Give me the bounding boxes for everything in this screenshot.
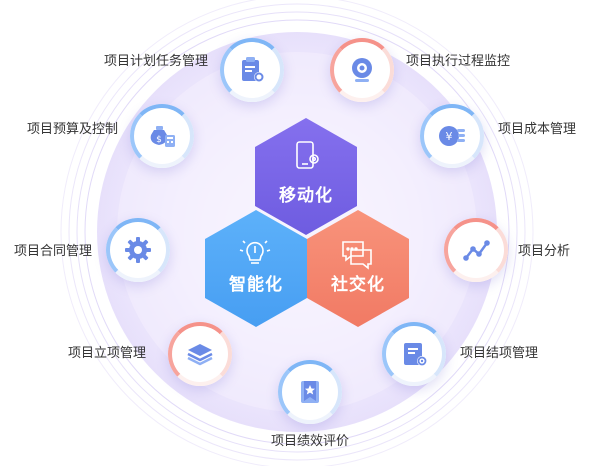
node-label-contract-management: 项目合同管理 (13, 244, 92, 259)
hexagon-social (307, 210, 409, 327)
node-contract-management (106, 218, 170, 282)
yen-coins-icon: ¥ (439, 126, 465, 146)
hexagon-intelligent (205, 210, 307, 327)
node-label-project-initiation: 项目立项管理 (67, 346, 146, 361)
document-check-icon (404, 343, 427, 366)
node-label-project-analysis: 项目分析 (518, 244, 571, 259)
hex-label-social: 社交化 (331, 275, 385, 295)
node-label-performance-evaluation: 项目绩效评价 (270, 434, 349, 449)
money-bag-calculator-icon: $ (150, 126, 175, 147)
node-label-execution-monitor: 项目执行过程监控 (406, 54, 511, 69)
node-project-initiation (168, 322, 232, 386)
node-project-closure (382, 322, 446, 386)
line-chart-icon (463, 240, 490, 261)
node-label-budget-control: 项目预算及控制 (26, 122, 118, 137)
clipboard-gear-icon (242, 57, 264, 82)
layers-icon (187, 344, 213, 366)
hexagon-mobile (255, 118, 357, 235)
node-performance-evaluation (278, 360, 342, 424)
svg-text:¥: ¥ (446, 130, 453, 143)
svg-text:$: $ (156, 135, 162, 145)
node-label-cost-management: 项目成本管理 (498, 122, 577, 137)
node-label-project-closure: 项目结项管理 (460, 346, 539, 361)
node-project-plan (220, 38, 284, 102)
lightbulb-icon (239, 240, 271, 264)
hex-label-intelligent: 智能化 (229, 275, 283, 295)
node-cost-management: ¥ (420, 104, 484, 168)
bookmark-star-icon (301, 381, 319, 403)
node-project-analysis (444, 218, 508, 282)
phone-gear-icon (296, 141, 319, 169)
chat-bubbles-icon (342, 241, 372, 270)
node-budget-control: $ (130, 104, 194, 168)
node-label-project-plan: 项目计划任务管理 (103, 54, 208, 69)
gear-icon (125, 237, 151, 263)
webcam-icon (352, 58, 372, 82)
node-execution-monitor (330, 38, 394, 102)
hex-label-mobile: 移动化 (279, 186, 333, 206)
